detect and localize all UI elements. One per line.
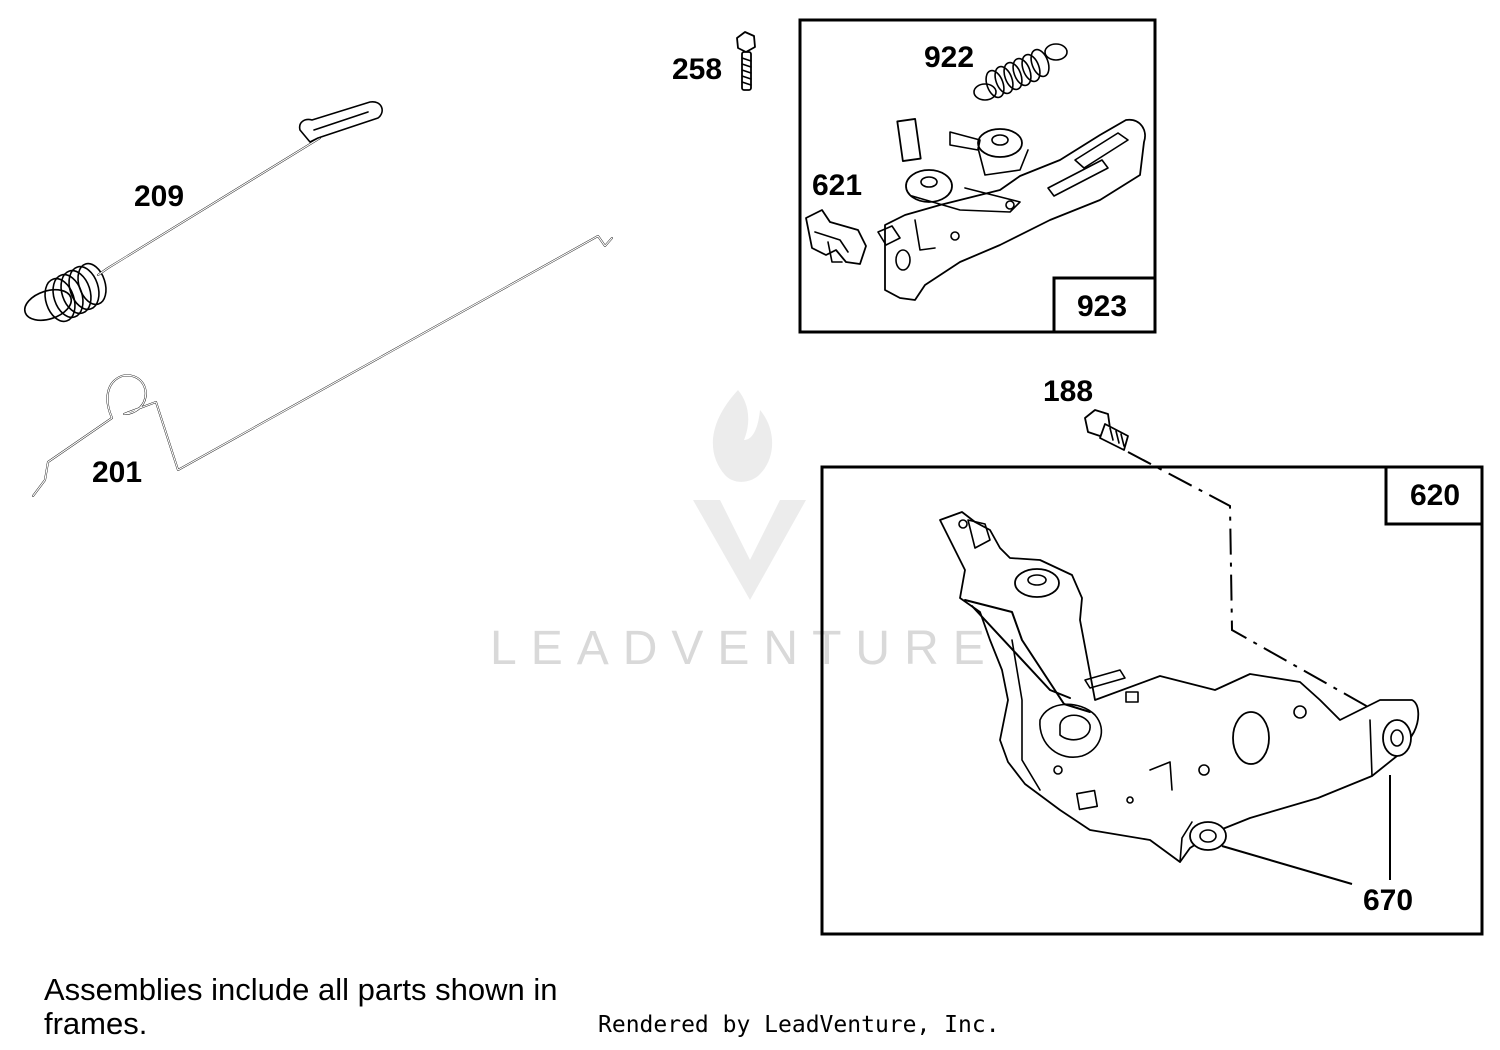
- assemblies-note: Assemblies include all parts shown in fr…: [44, 972, 558, 1041]
- watermark-flame-icon: [712, 390, 773, 482]
- assembly-923-tag-box: [1052, 276, 1157, 334]
- assembly-923-bracket-drawing[interactable]: [877, 118, 1146, 301]
- assembly-label-923: 923: [1077, 290, 1127, 323]
- watermark-v-icon: [693, 500, 806, 600]
- part-label-201: 201: [92, 456, 142, 489]
- rendered-by-credit: Rendered by LeadVenture, Inc.: [598, 1012, 1000, 1038]
- part-label-922: 922: [924, 41, 974, 74]
- part-label-670: 670: [1363, 884, 1413, 917]
- assembly-label-620: 620: [1410, 479, 1460, 512]
- assembly-923-frame: [798, 18, 1157, 334]
- part-922-spring-drawing[interactable]: [973, 43, 1068, 101]
- part-label-258: 258: [672, 53, 722, 86]
- part-209-spring-drawing[interactable]: [21, 101, 383, 326]
- watermark-text: LEADVENTURE: [490, 622, 999, 675]
- assembly-620-frame: [820, 465, 1484, 936]
- part-188-leader-line: [1127, 451, 1371, 709]
- part-670-leader-lines: [1221, 775, 1391, 885]
- part-258-screw-drawing[interactable]: [736, 31, 756, 91]
- part-label-209: 209: [134, 180, 184, 213]
- part-201-rod-drawing[interactable]: [32, 235, 613, 497]
- part-621-clip-drawing[interactable]: [805, 209, 867, 265]
- part-188-bolt-drawing[interactable]: [1084, 409, 1129, 451]
- part-label-621: 621: [812, 169, 862, 202]
- part-label-188: 188: [1043, 375, 1093, 408]
- assembly-620-bracket-drawing[interactable]: [939, 511, 1420, 863]
- leadventure-watermark: LEADVENTURE: [490, 390, 999, 675]
- assembly-620-tag-box: [1384, 465, 1484, 526]
